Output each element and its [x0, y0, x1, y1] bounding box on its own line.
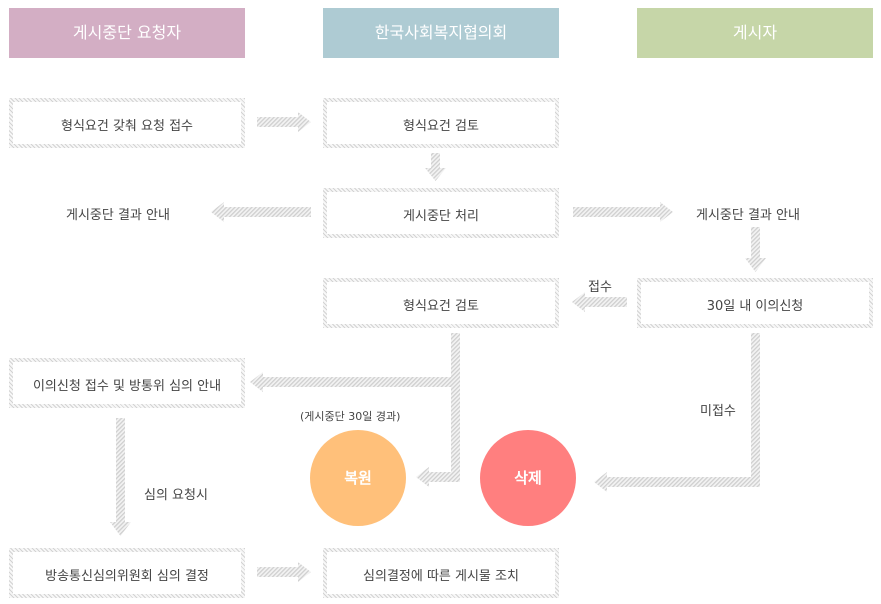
header-council: 한국사회복지협의회	[323, 8, 559, 58]
arrow-notice-to-commission	[110, 418, 131, 536]
arrow-process-to-left-result	[211, 202, 311, 222]
circle-restore: 복원	[310, 430, 406, 526]
box-post-action: 심의결정에 따른 게시물 조치	[323, 548, 559, 598]
box-receive-request: 형식요건 갖춰 요청 접수	[9, 98, 245, 148]
label-elapsed: (게시중단 30일 경과)	[300, 410, 401, 423]
arrow-commission-to-action	[257, 562, 311, 582]
arrow-review-to-process	[425, 153, 446, 181]
arrow-review-to-notice	[250, 333, 460, 392]
box-review-1: 형식요건 검토	[323, 98, 559, 148]
arrow-review-to-restore	[416, 387, 460, 487]
box-objection-notice: 이의신청 접수 및 방통위 심의 안내	[9, 358, 245, 408]
arrow-receive-to-review	[257, 112, 311, 132]
label-result-right: 게시중단 결과 안내	[696, 208, 800, 223]
box-objection: 30일 내 이의신청	[637, 278, 873, 328]
arrow-objection-to-review	[572, 292, 627, 312]
box-process: 게시중단 처리	[323, 188, 559, 238]
header-poster: 게시자	[637, 8, 873, 58]
box-commission-decision: 방송통신심의위원회 심의 결정	[9, 548, 245, 598]
label-accepted: 접수	[588, 280, 612, 295]
arrow-result-to-objection	[745, 227, 766, 272]
label-result-left: 게시중단 결과 안내	[66, 208, 170, 223]
circle-delete: 삭제	[480, 430, 576, 526]
label-not-accepted: 미접수	[700, 404, 736, 419]
label-review-request: 심의 요청시	[144, 488, 208, 503]
box-review-2: 형식요건 검토	[323, 278, 559, 328]
header-requester: 게시중단 요청자	[9, 8, 245, 58]
arrow-process-to-right-result	[573, 202, 673, 222]
